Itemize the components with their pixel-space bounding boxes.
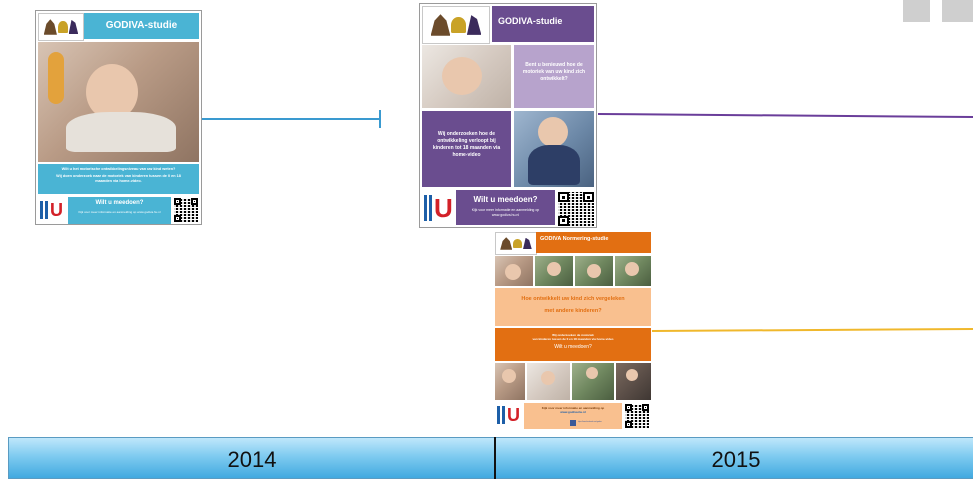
poster-body-block: Wij onderzoeken hoe de ontwikkeling verl…: [422, 111, 511, 187]
poster-title: GODIVA Normering-studie: [540, 236, 609, 242]
qr-code[interactable]: [174, 198, 198, 222]
poster-question-line2: met andere kinderen?: [544, 308, 602, 314]
poster-question-block: Bent u benieuwd hoe de motoriek van uw k…: [514, 45, 594, 108]
poster-question: Wilt u het motorische ontwikkelingsnivea…: [61, 167, 176, 171]
hu-logo: U: [424, 192, 453, 224]
poster-info: Kijk voor meer informatie en aanmelding …: [471, 208, 540, 217]
poster-info-line1: Kijk voor meer informatie en aanmelding …: [541, 406, 605, 410]
baby-photo-2: [514, 111, 594, 187]
poster-title-bar: GODIVA Normering-studie: [536, 232, 651, 253]
poster-2015a[interactable]: GODIVA-studie Bent u benieuwd hoe de mot…: [419, 3, 597, 228]
baby-photo-1: [422, 45, 511, 108]
baby-photo-5: [495, 363, 525, 400]
baby-photo-8: [616, 363, 651, 400]
baby-photo-1: [495, 256, 533, 286]
poster-cta-block: Wilt u meedoen? Kijk voor meer informati…: [456, 190, 555, 225]
qr-code[interactable]: [558, 192, 594, 226]
year-label-2014: 2014: [227, 447, 277, 472]
poster-title-bar: GODIVA-studie: [84, 13, 199, 39]
poster-body: Wij doen onderzoek naar de motoriek van …: [56, 174, 181, 183]
poster-title: GODIVA-studie: [105, 20, 178, 31]
poster-info-line2: www.godiva.hu.nl: [560, 410, 586, 414]
baby-photo-7: [572, 363, 614, 400]
poster-question-line1: Hoe ontwikkelt uw kind zich vergeleken: [521, 296, 625, 302]
poster-cta: Wilt u meedoen?: [473, 195, 538, 204]
hu-logo: U: [40, 199, 63, 221]
facebook-icon: [570, 420, 576, 426]
baby-photo-6: [527, 363, 570, 400]
poster-body-line1: Wij onderzoeken de motoriek: [552, 333, 594, 337]
poster-title-bar: GODIVA-studie: [492, 6, 594, 42]
poster-info: Kijk voor meer informatie en aanmelding …: [78, 210, 161, 214]
poster-body: Wij onderzoeken hoe de ontwikkeling verl…: [432, 131, 501, 158]
timeline-divider: [494, 437, 496, 479]
poster-question: Bent u benieuwd hoe de motoriek van uw k…: [522, 62, 586, 82]
godiva-logo: [495, 232, 537, 255]
poster-cta: Wilt u meedoen?: [95, 200, 144, 206]
baby-photo: [38, 42, 199, 162]
baby-photo-4: [615, 256, 651, 286]
poster-2015b[interactable]: GODIVA Normering-studie Hoe ontwikkelt u…: [494, 231, 652, 431]
connector-line-2015a: [597, 113, 973, 118]
poster-body-line2: van kinderen tussen de 0 en 18 maanden v…: [532, 337, 614, 341]
poster-info-block: Kijk voor meer informatie en aanmelding …: [524, 403, 622, 429]
poster-question-block: Wilt u het motorische ontwikkelingsnivea…: [38, 164, 199, 194]
timeline-bar: 2014 2015: [8, 437, 973, 479]
connector-line-2015b: [651, 328, 973, 332]
poster-cta-block: Wilt u meedoen? Kijk voor meer informati…: [68, 197, 171, 224]
hu-logo: U: [497, 403, 520, 427]
qr-code[interactable]: [625, 404, 649, 428]
baby-photo-2: [535, 256, 573, 286]
godiva-logo: [38, 13, 84, 41]
poster-question-block: Hoe ontwikkelt uw kind zich vergeleken m…: [495, 288, 651, 326]
baby-photo-3: [575, 256, 613, 286]
facebook-link[interactable]: https://www.facebook.com/godiva: [578, 422, 602, 423]
poster-2014[interactable]: GODIVA-studie Wilt u het motorische ontw…: [35, 10, 202, 225]
poster-cta: Wilt u meedoen?: [554, 344, 592, 350]
corner-block-1: [903, 0, 930, 22]
godiva-logo: [422, 6, 490, 44]
year-label-2015: 2015: [711, 447, 761, 472]
poster-body-block: Wij onderzoeken de motoriek van kinderen…: [495, 328, 651, 361]
corner-block-2: [942, 0, 973, 22]
poster-title: GODIVA-studie: [498, 16, 563, 26]
